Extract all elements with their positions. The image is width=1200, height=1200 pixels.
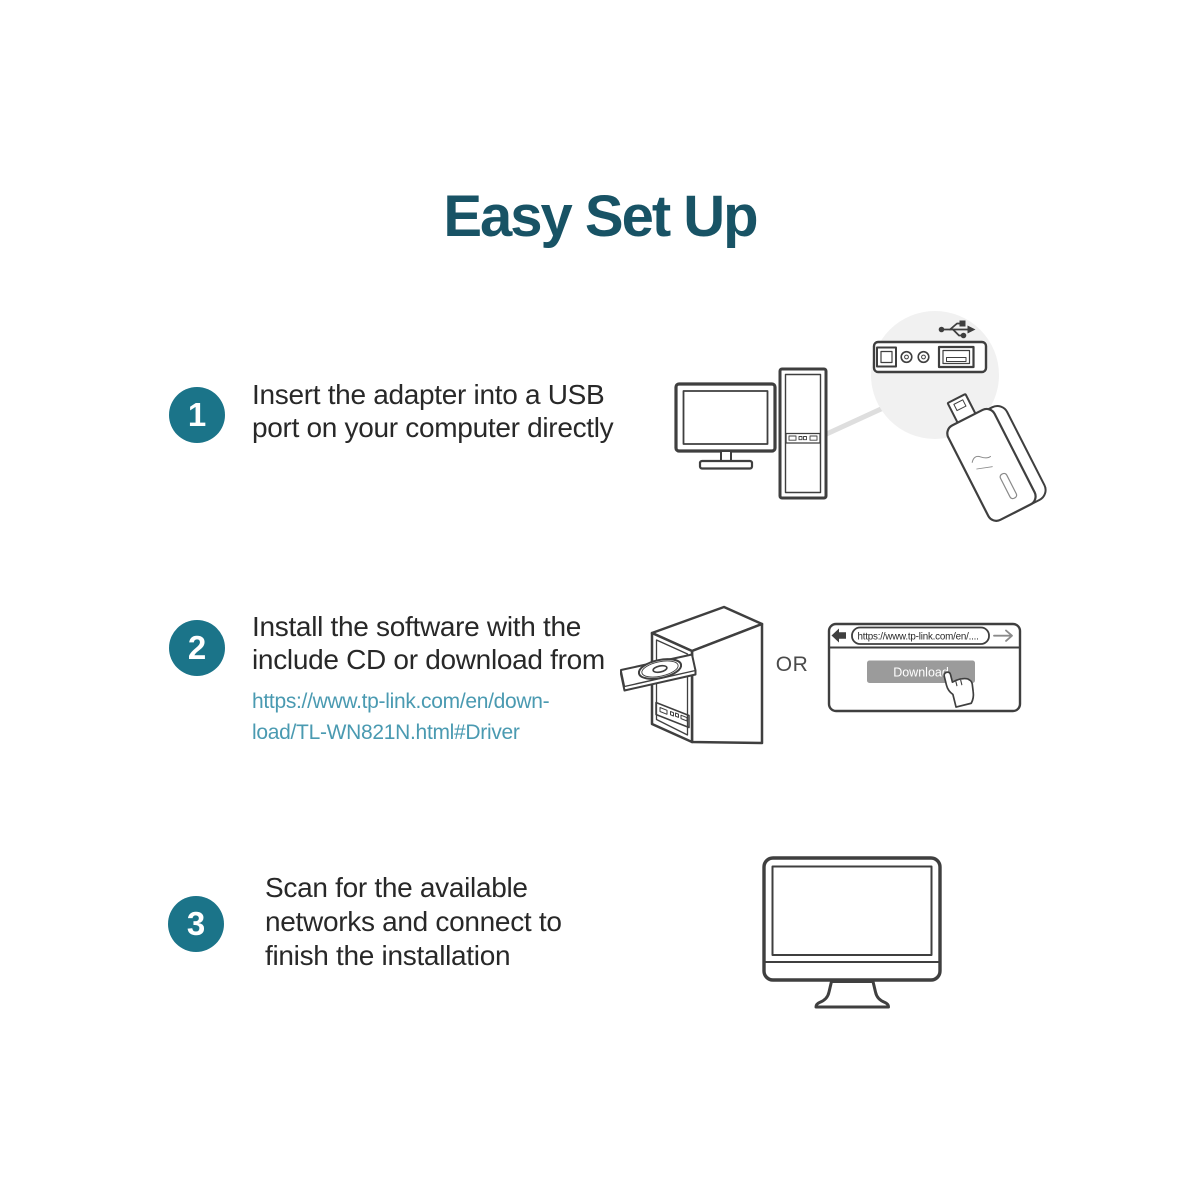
hand-cursor-icon — [943, 671, 975, 708]
step-2-line-1: Install the software with the — [252, 611, 582, 642]
magnifier-callout-line — [818, 401, 894, 440]
browser-download-illustration: https://www.tp-link.com/en/.... Download — [827, 622, 1022, 713]
step-2-text: Install the software with the include CD… — [252, 610, 605, 676]
adapter-logo-mark — [971, 455, 991, 463]
step-2-url-line-1: https://www.tp-link.com/en/down- — [252, 690, 550, 713]
address-bar-text: https://www.tp-link.com/en/.... — [858, 632, 979, 643]
usb-icon — [938, 320, 976, 339]
tower-port-strip — [785, 432, 821, 444]
adapter-body — [946, 407, 1037, 522]
step-2-number: 2 — [187, 629, 207, 666]
step-2-url-line-2: load/TL-WN821N.html#Driver — [252, 721, 520, 744]
or-label: OR — [775, 653, 809, 676]
usb-adapter-illustration — [946, 393, 1047, 522]
step-2-number-badge: 2 — [169, 620, 225, 676]
drive-bay-panel — [655, 701, 690, 729]
step-1-line-2: port on your computer directly — [252, 412, 614, 443]
download-button-label: Download — [893, 666, 949, 680]
page-title: Easy Set Up — [443, 184, 758, 249]
pc-tower-cd-illustration — [620, 605, 764, 745]
step-3-number: 3 — [186, 905, 206, 942]
step-1-illustration — [674, 311, 1047, 522]
step-1-number: 1 — [187, 396, 207, 433]
step-2-line-2: include CD or download from — [252, 644, 605, 675]
step-1-number-badge: 1 — [169, 387, 225, 443]
step-2-download-url: https://www.tp-link.com/en/down- load/TL… — [252, 686, 550, 748]
back-arrow-icon — [831, 628, 846, 643]
monitor-screen — [682, 390, 769, 445]
monitor-illustration — [762, 856, 942, 1009]
step-3-text: Scan for the available networks and conn… — [265, 871, 562, 973]
imac-screen — [771, 865, 933, 956]
monitor-stem — [720, 450, 732, 462]
step-3-line-2: networks and connect to — [265, 906, 562, 937]
address-bar — [851, 626, 990, 645]
audio-jack — [917, 350, 930, 364]
imac-stand — [814, 980, 890, 1009]
cd-disc — [637, 658, 683, 680]
usb-port-panel — [872, 340, 988, 374]
side-port — [876, 346, 897, 368]
audio-jack — [900, 350, 913, 364]
desktop-computer-illustration — [674, 367, 828, 500]
step-1-text: Insert the adapter into a USB port on yo… — [252, 378, 614, 444]
step-3-number-badge: 3 — [168, 896, 224, 952]
forward-arrow-icon — [993, 629, 1013, 642]
step-3-line-1: Scan for the available — [265, 872, 528, 903]
monitor-base — [698, 459, 754, 470]
step-1-line-1: Insert the adapter into a USB — [252, 379, 605, 410]
step-3-line-3: finish the installation — [265, 940, 511, 971]
